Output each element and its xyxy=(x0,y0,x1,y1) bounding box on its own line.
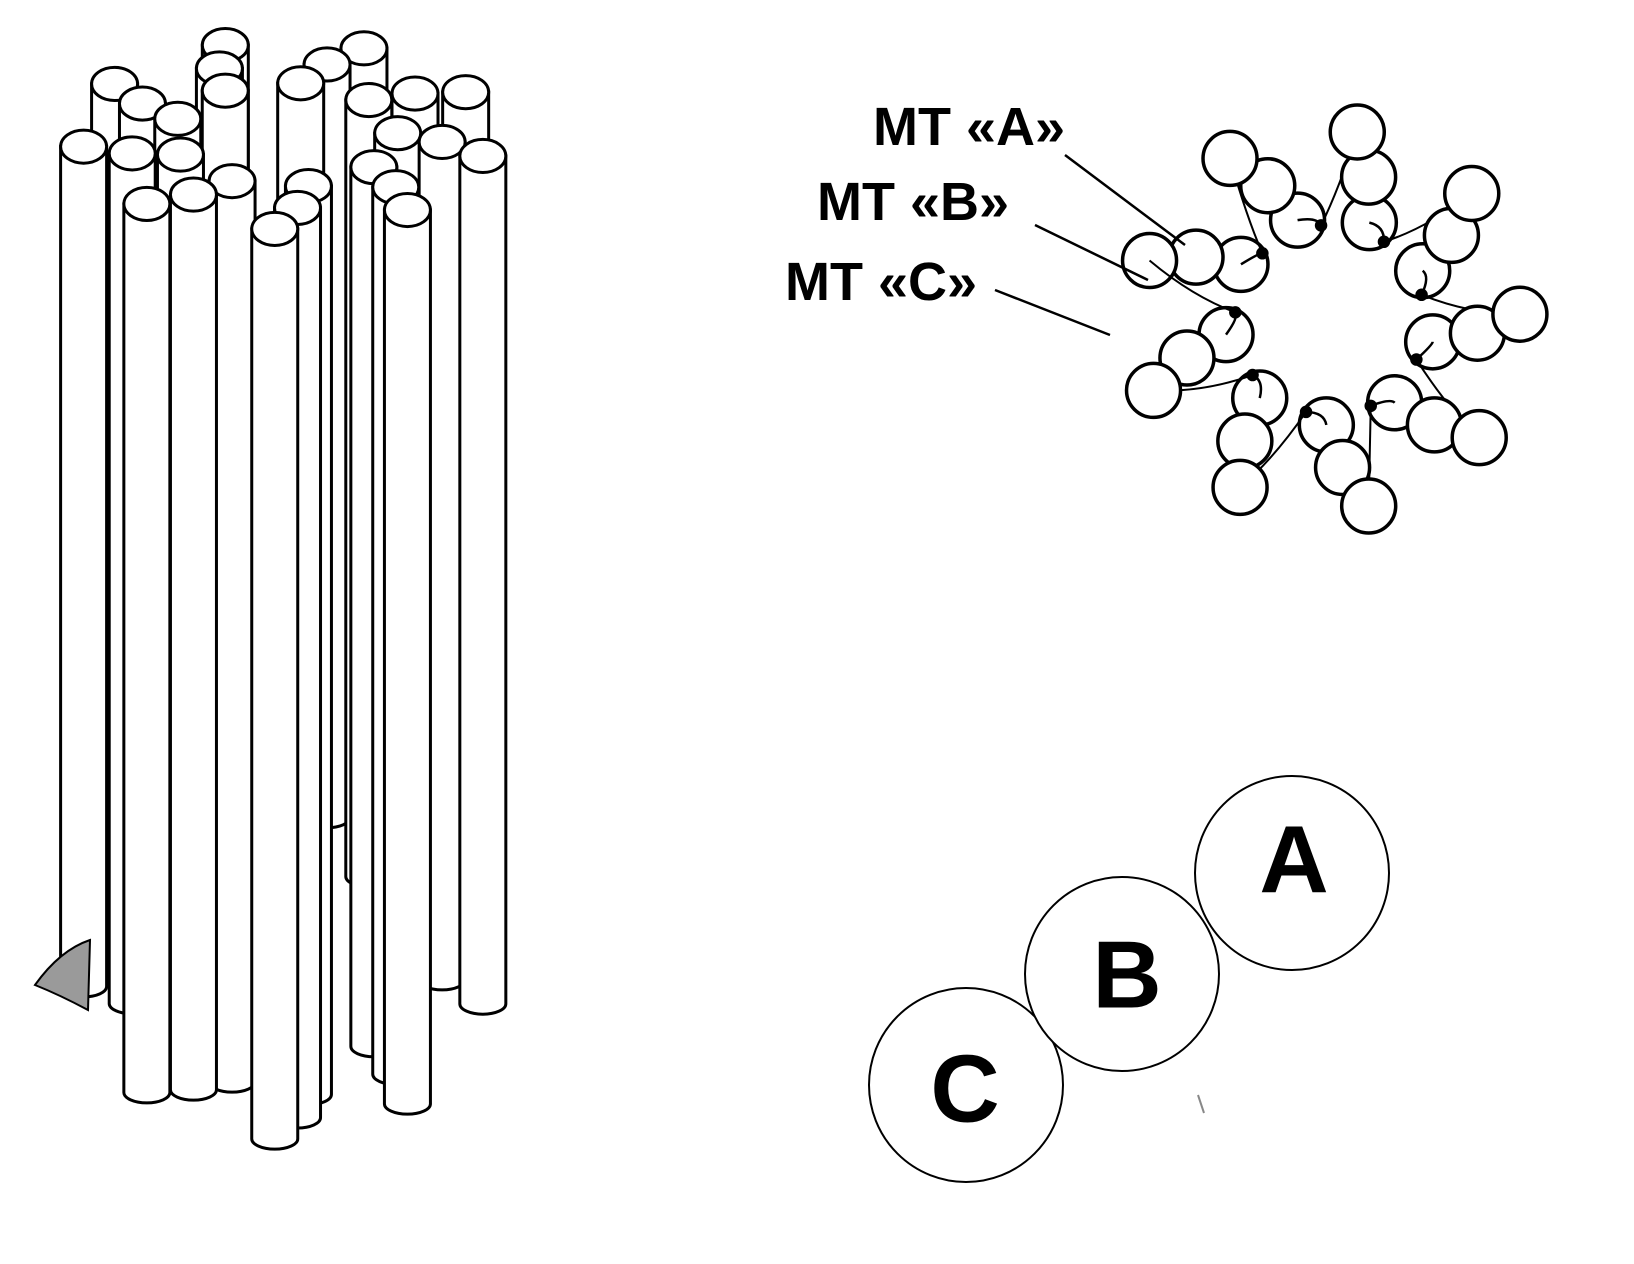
label-leader-lines xyxy=(994,154,1186,337)
cross-section-tubule xyxy=(1491,285,1549,343)
cylinder-rod-top xyxy=(200,72,250,109)
cross-section-triplet xyxy=(1239,396,1398,535)
cross-section-tubule xyxy=(1328,103,1387,161)
cylinder-rod xyxy=(458,137,508,1016)
cylinder-rod-top xyxy=(390,75,440,112)
cylinder-rod-top xyxy=(344,81,394,119)
label-mt-a: MT «A» xyxy=(873,97,1065,157)
cylinder-rod-top xyxy=(153,100,203,137)
cross-section-bridge xyxy=(1148,259,1236,314)
cross-section-triplet xyxy=(1201,129,1359,249)
cylinder-rod-top xyxy=(458,137,508,175)
triplet-letter-a: A xyxy=(1259,807,1328,914)
leader-line-a xyxy=(1064,154,1186,246)
cylinder-rod-body xyxy=(458,154,508,1016)
triplet-letter-c: C xyxy=(930,1036,999,1143)
cylinder-rod-body xyxy=(59,145,109,999)
leader-line-b xyxy=(1034,223,1149,282)
cylinder-shaded-wall xyxy=(33,938,92,1012)
cylinder-rod-top xyxy=(250,210,300,247)
cylinder-rod-top xyxy=(168,176,218,213)
cylinder-rod xyxy=(168,176,218,1102)
tubule-b-circle xyxy=(1024,876,1220,1072)
cylinder-rod xyxy=(382,191,432,1116)
cylinder-rod-top xyxy=(339,30,389,67)
label-mt-c: MT «C» xyxy=(785,252,977,312)
tubule-c-circle xyxy=(868,987,1064,1183)
cross-section-linker-dot xyxy=(1256,247,1269,260)
cylinder-rod-top xyxy=(276,65,326,102)
cross-section-tubule xyxy=(1211,458,1269,517)
cross-section-triplet xyxy=(1364,373,1508,507)
cross-section-tubule xyxy=(1450,408,1508,467)
cross-section-triplet xyxy=(1393,164,1520,316)
cross-section-tubule xyxy=(1442,164,1501,223)
triplet-letter-b: B xyxy=(1092,922,1161,1029)
centriole-3d-cylinder xyxy=(33,27,508,1151)
cylinder-rod-body xyxy=(382,208,432,1116)
cross-section-tubule xyxy=(1201,129,1259,188)
cylinder-rod-top xyxy=(417,123,467,161)
leader-line-c xyxy=(994,288,1111,337)
cylinder-rod-top xyxy=(59,128,109,165)
triplet-small-mark xyxy=(1197,1094,1205,1114)
cylinder-rod-body xyxy=(122,202,172,1105)
cylinder-rod-top xyxy=(122,185,172,222)
triplet-detail xyxy=(868,775,1390,1183)
cylinder-rod-top xyxy=(382,191,432,229)
centriole-cross-section xyxy=(1120,103,1549,535)
cylinder-rod-top xyxy=(107,135,157,172)
label-mt-b: MT «B» xyxy=(817,172,1009,232)
cylinder-rod-top xyxy=(373,115,423,152)
cylinder-rod-body xyxy=(250,227,300,1151)
cross-section-triplet xyxy=(1124,259,1255,420)
cross-section-tubule xyxy=(1124,361,1183,420)
cylinder-rod-top xyxy=(441,74,491,111)
cylinder-rod xyxy=(59,128,109,999)
cylinder-rod xyxy=(122,185,172,1105)
tubule-a-circle xyxy=(1194,775,1390,971)
cross-section-triplet xyxy=(1328,103,1473,252)
cross-section-tubule xyxy=(1339,477,1398,535)
cylinder-rod-top xyxy=(155,136,205,173)
cylinder-rod-body xyxy=(168,193,218,1102)
cylinder-rod xyxy=(250,210,300,1151)
cross-section-triplet xyxy=(1153,368,1289,517)
